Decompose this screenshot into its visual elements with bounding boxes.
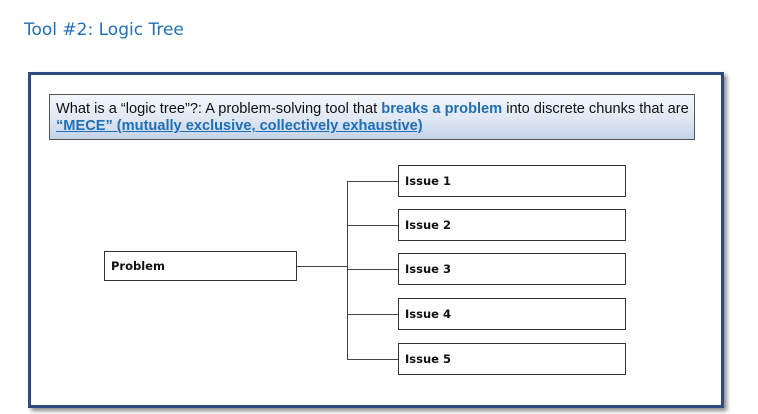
branch-node-label: Issue 4 bbox=[405, 307, 451, 321]
mece-link[interactable]: “MECE” (mutually exclusive, collectively… bbox=[56, 118, 423, 134]
branch-node: Issue 1 bbox=[398, 165, 626, 197]
root-node-label: Problem bbox=[111, 259, 165, 273]
content-frame: What is a “logic tree”?: A problem-solvi… bbox=[28, 72, 724, 408]
definition-box: What is a “logic tree”?: A problem-solvi… bbox=[49, 94, 695, 140]
root-node: Problem bbox=[104, 251, 297, 281]
branch-connector-2 bbox=[347, 225, 398, 226]
branch-node: Issue 5 bbox=[398, 343, 626, 375]
definition-text: What is a “logic tree”?: A problem-solvi… bbox=[56, 101, 382, 117]
definition-emphasis: breaks a problem bbox=[381, 101, 503, 117]
branch-connector-3 bbox=[347, 269, 398, 270]
branch-node: Issue 2 bbox=[398, 209, 626, 241]
branch-node-label: Issue 2 bbox=[405, 218, 451, 232]
branch-node: Issue 4 bbox=[398, 298, 626, 330]
definition-text-middle: into discrete chunks that are bbox=[502, 101, 689, 117]
branch-node-label: Issue 3 bbox=[405, 262, 451, 276]
branch-connector-5 bbox=[347, 359, 398, 360]
branch-node-label: Issue 5 bbox=[405, 352, 451, 366]
trunk-line bbox=[347, 181, 348, 360]
branch-node-label: Issue 1 bbox=[405, 174, 451, 188]
branch-connector-1 bbox=[347, 181, 398, 182]
slide-title: Tool #2: Logic Tree bbox=[24, 20, 184, 40]
branch-connector-4 bbox=[347, 314, 398, 315]
branch-node: Issue 3 bbox=[398, 253, 626, 285]
root-connector bbox=[297, 266, 348, 267]
